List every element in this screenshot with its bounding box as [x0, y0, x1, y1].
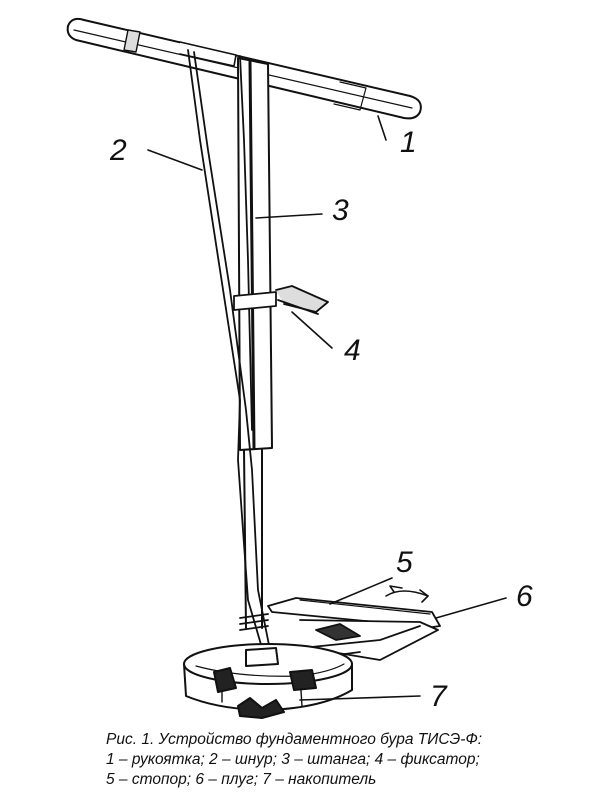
caption-line-3: 5 – стопор; 6 – плуг; 7 – накопитель [106, 771, 377, 788]
leader-line-7 [299, 695, 421, 701]
rod-binding [239, 613, 269, 631]
figure-caption: Рис. 1. Устройство фундаментного бура ТИ… [106, 730, 576, 790]
leader-line-2 [147, 149, 203, 171]
caption-line-1: Рис. 1. Устройство фундаментного бура ТИ… [106, 731, 483, 748]
cord-part [187, 49, 271, 651]
leader-line-3 [255, 213, 323, 219]
label-2: 2 [110, 134, 127, 167]
rod-part [237, 57, 273, 629]
label-5: 5 [396, 546, 413, 579]
label-6: 6 [516, 580, 533, 613]
label-7: 7 [430, 680, 447, 713]
clamp-part [233, 285, 329, 315]
caption-line-2: 1 – рукоятка; 2 – шнур; 3 – штанга; 4 – … [106, 751, 480, 768]
leader-line-6 [435, 597, 507, 619]
label-3: 3 [332, 194, 349, 227]
leader-lines [147, 115, 507, 701]
collector-part [183, 643, 353, 719]
label-4: 4 [344, 334, 361, 367]
auger-drawing [66, 17, 507, 719]
leader-line-1 [377, 115, 387, 141]
leader-line-5 [329, 577, 393, 605]
label-1: 1 [400, 126, 417, 159]
leader-line-4 [291, 311, 333, 349]
